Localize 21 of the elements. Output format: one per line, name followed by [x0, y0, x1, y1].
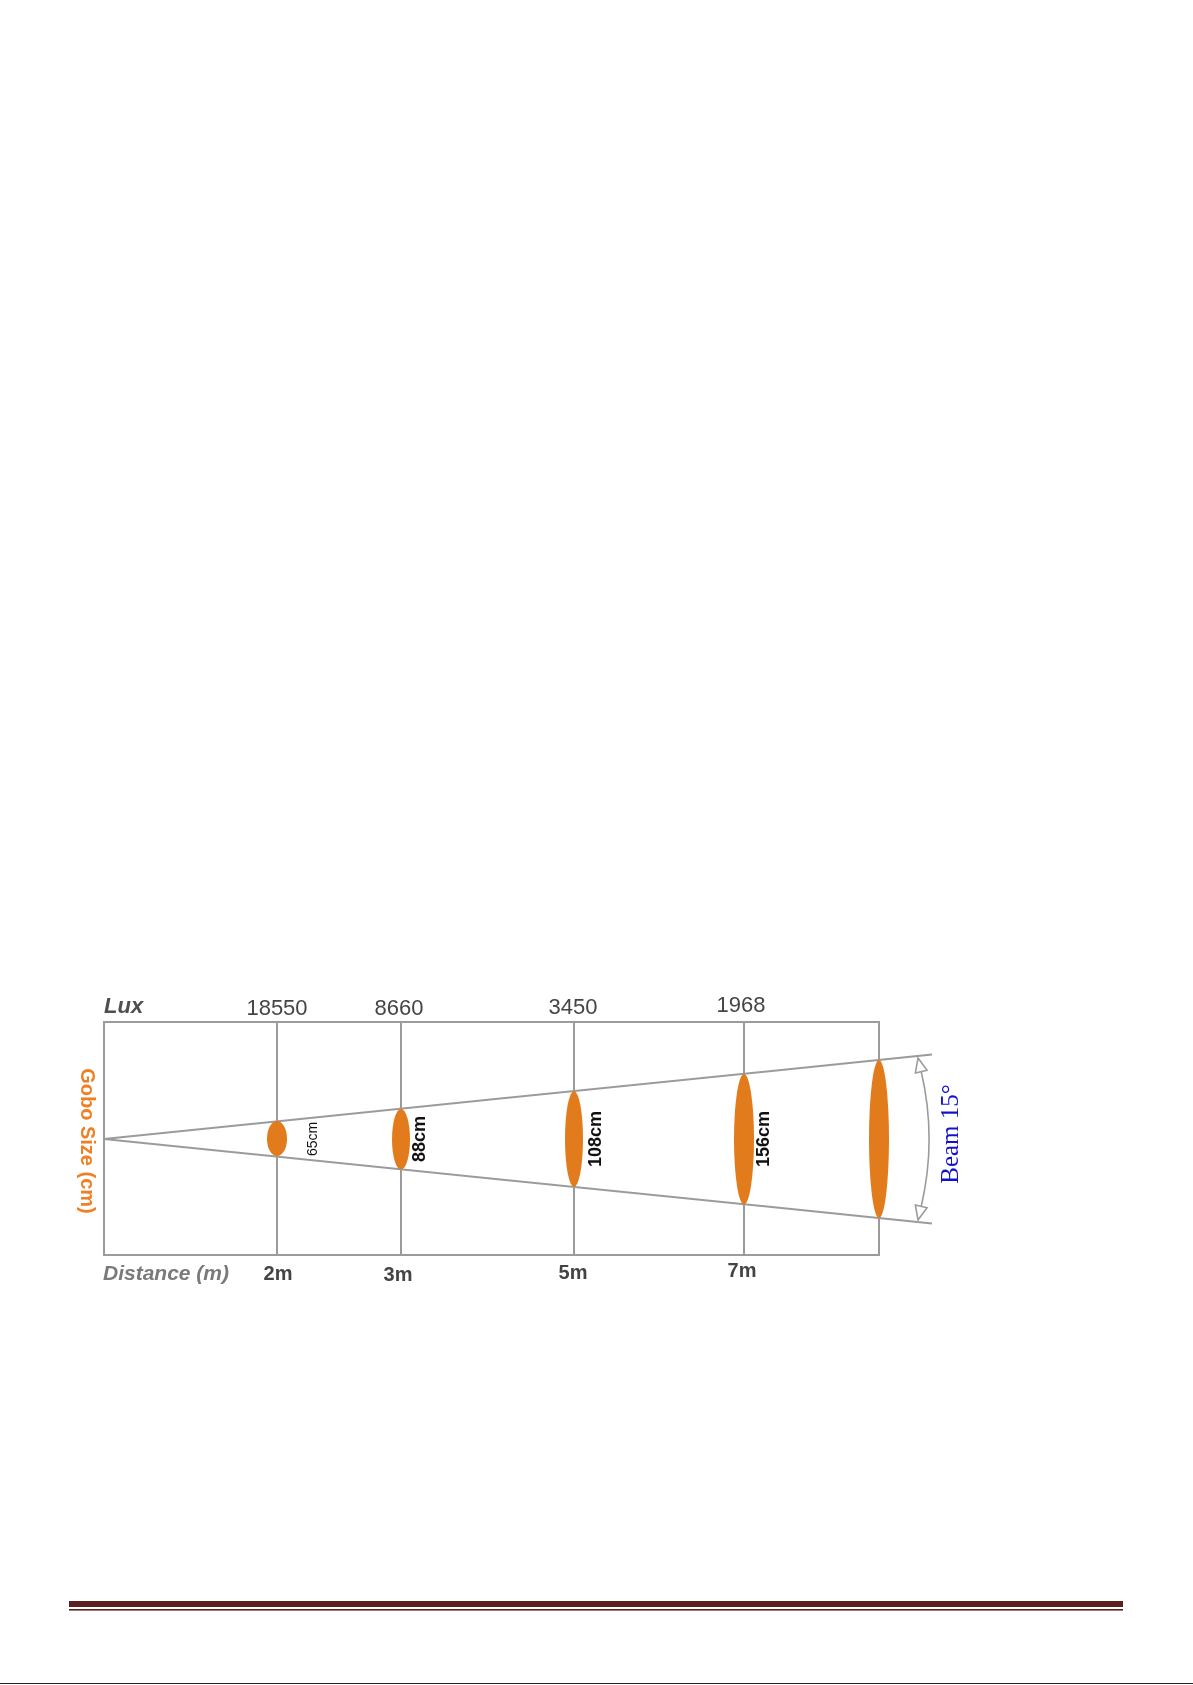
distance-tick-label: 3m [383, 1262, 413, 1286]
spot-diameter-label: 88cm [408, 1116, 430, 1162]
axis-title: Lux [104, 993, 144, 1019]
spot-diameter-label: 108cm [584, 1110, 606, 1168]
beam-angle-label: Beam 15° [936, 1084, 964, 1184]
lux-value: 18550 [246, 995, 308, 1021]
lux-value: 1968 [716, 992, 766, 1018]
lux-value: 3450 [548, 994, 598, 1020]
distance-tick-label: 2m [263, 1261, 293, 1285]
distance-tick-label: 5m [558, 1260, 588, 1284]
light-spot [392, 1108, 410, 1170]
light-spot [734, 1073, 754, 1205]
spot-diameter-label: 65cm [304, 1121, 320, 1157]
light-spot [565, 1091, 583, 1187]
axis-title: Gobo Size (cm) [75, 1068, 99, 1214]
light-spot [869, 1059, 889, 1219]
lux-value: 8660 [374, 995, 424, 1021]
light-spot [267, 1121, 287, 1157]
spot-diameter-label: 156cm [752, 1110, 774, 1168]
axis-title: Distance (m) [103, 1261, 230, 1285]
distance-tick-label: 7m [727, 1258, 757, 1282]
